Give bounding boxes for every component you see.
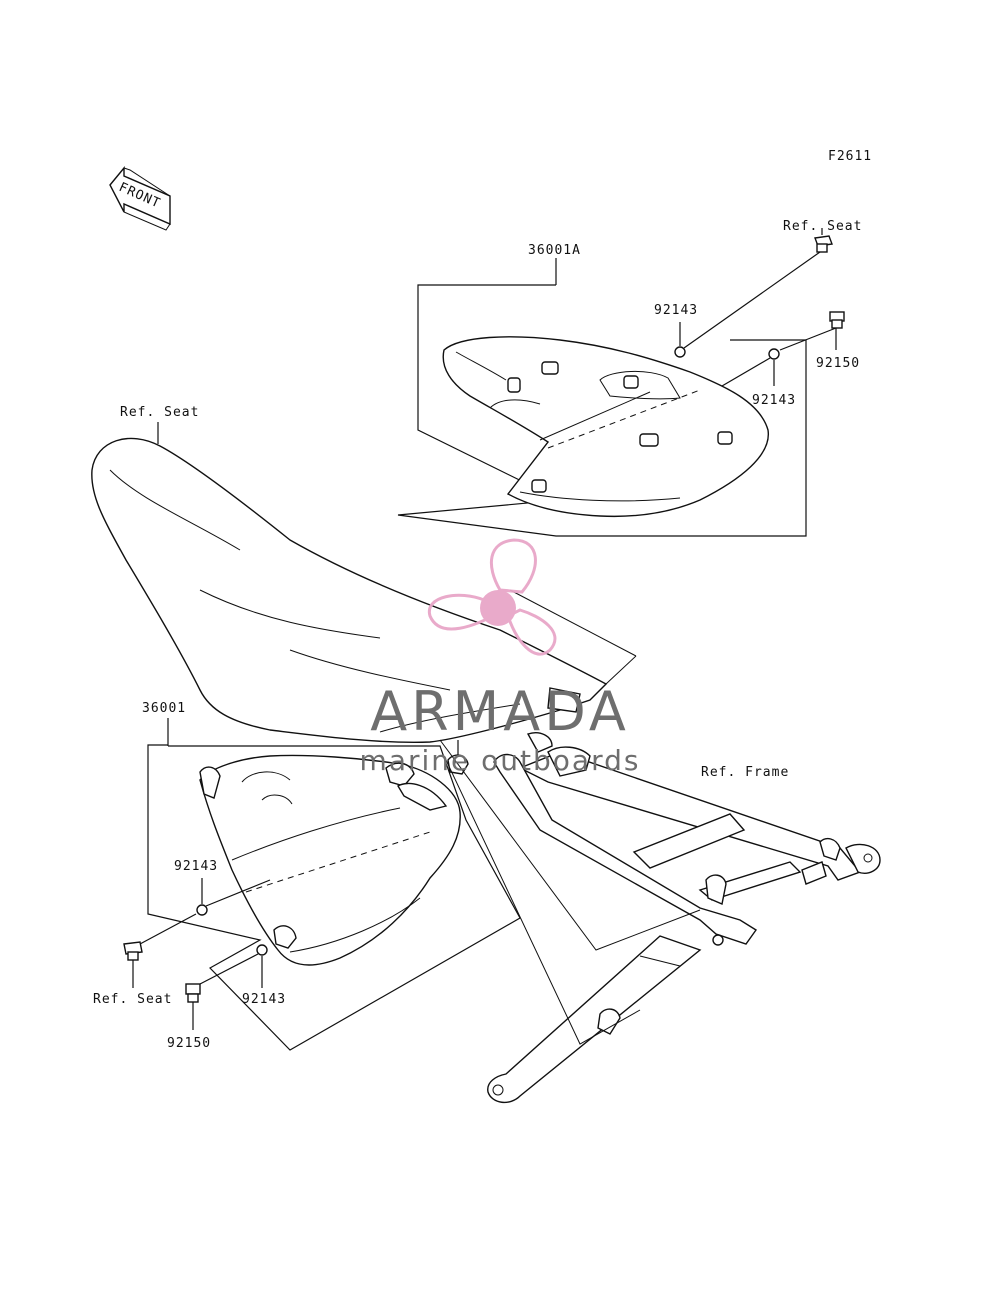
- side-cover-right: [397, 258, 807, 537]
- figure-code: F2611: [828, 149, 872, 164]
- label-ref-frame: Ref. Frame: [701, 765, 789, 780]
- label-36001A: 36001A: [528, 243, 581, 258]
- side-cover-left: [147, 718, 521, 1051]
- bolt-92150-bottom: [185, 983, 201, 1003]
- label-92143-top-b: 92143: [752, 393, 796, 408]
- watermark-tagline: marine outboards: [360, 744, 641, 777]
- callout-bracket-36001A: [397, 284, 807, 537]
- grommet-92143-bottom-b: [256, 944, 268, 956]
- label-ref-seat-top: Ref. Seat: [783, 219, 862, 234]
- rear-frame: [439, 732, 881, 1103]
- grommet-92143-top-a: [674, 346, 686, 358]
- label-36001: 36001: [142, 701, 186, 716]
- label-92143-bottom-b: 92143: [242, 992, 286, 1007]
- callout-bracket-36001: [147, 744, 521, 1051]
- bolt-ref-seat-top: [814, 235, 833, 253]
- grommet-92143-top-b: [768, 348, 780, 360]
- label-92150-top: 92150: [816, 356, 860, 371]
- watermark-logo-icon: [427, 538, 557, 656]
- label-ref-seat-mid: Ref. Seat: [120, 405, 199, 420]
- seat: [91, 422, 637, 743]
- bolt-ref-seat-bottom: [123, 941, 143, 961]
- front-arrow-icon: FRONT: [109, 166, 171, 231]
- label-92143-top-a: 92143: [654, 303, 698, 318]
- label-ref-seat-bottom: Ref. Seat: [93, 992, 172, 1007]
- watermark-brand: ARMADA: [370, 680, 630, 743]
- label-92143-bottom-a: 92143: [174, 859, 218, 874]
- bolt-92150-top: [829, 311, 845, 329]
- grommet-92143-bottom-a: [196, 904, 208, 916]
- label-92150-bottom: 92150: [167, 1036, 211, 1051]
